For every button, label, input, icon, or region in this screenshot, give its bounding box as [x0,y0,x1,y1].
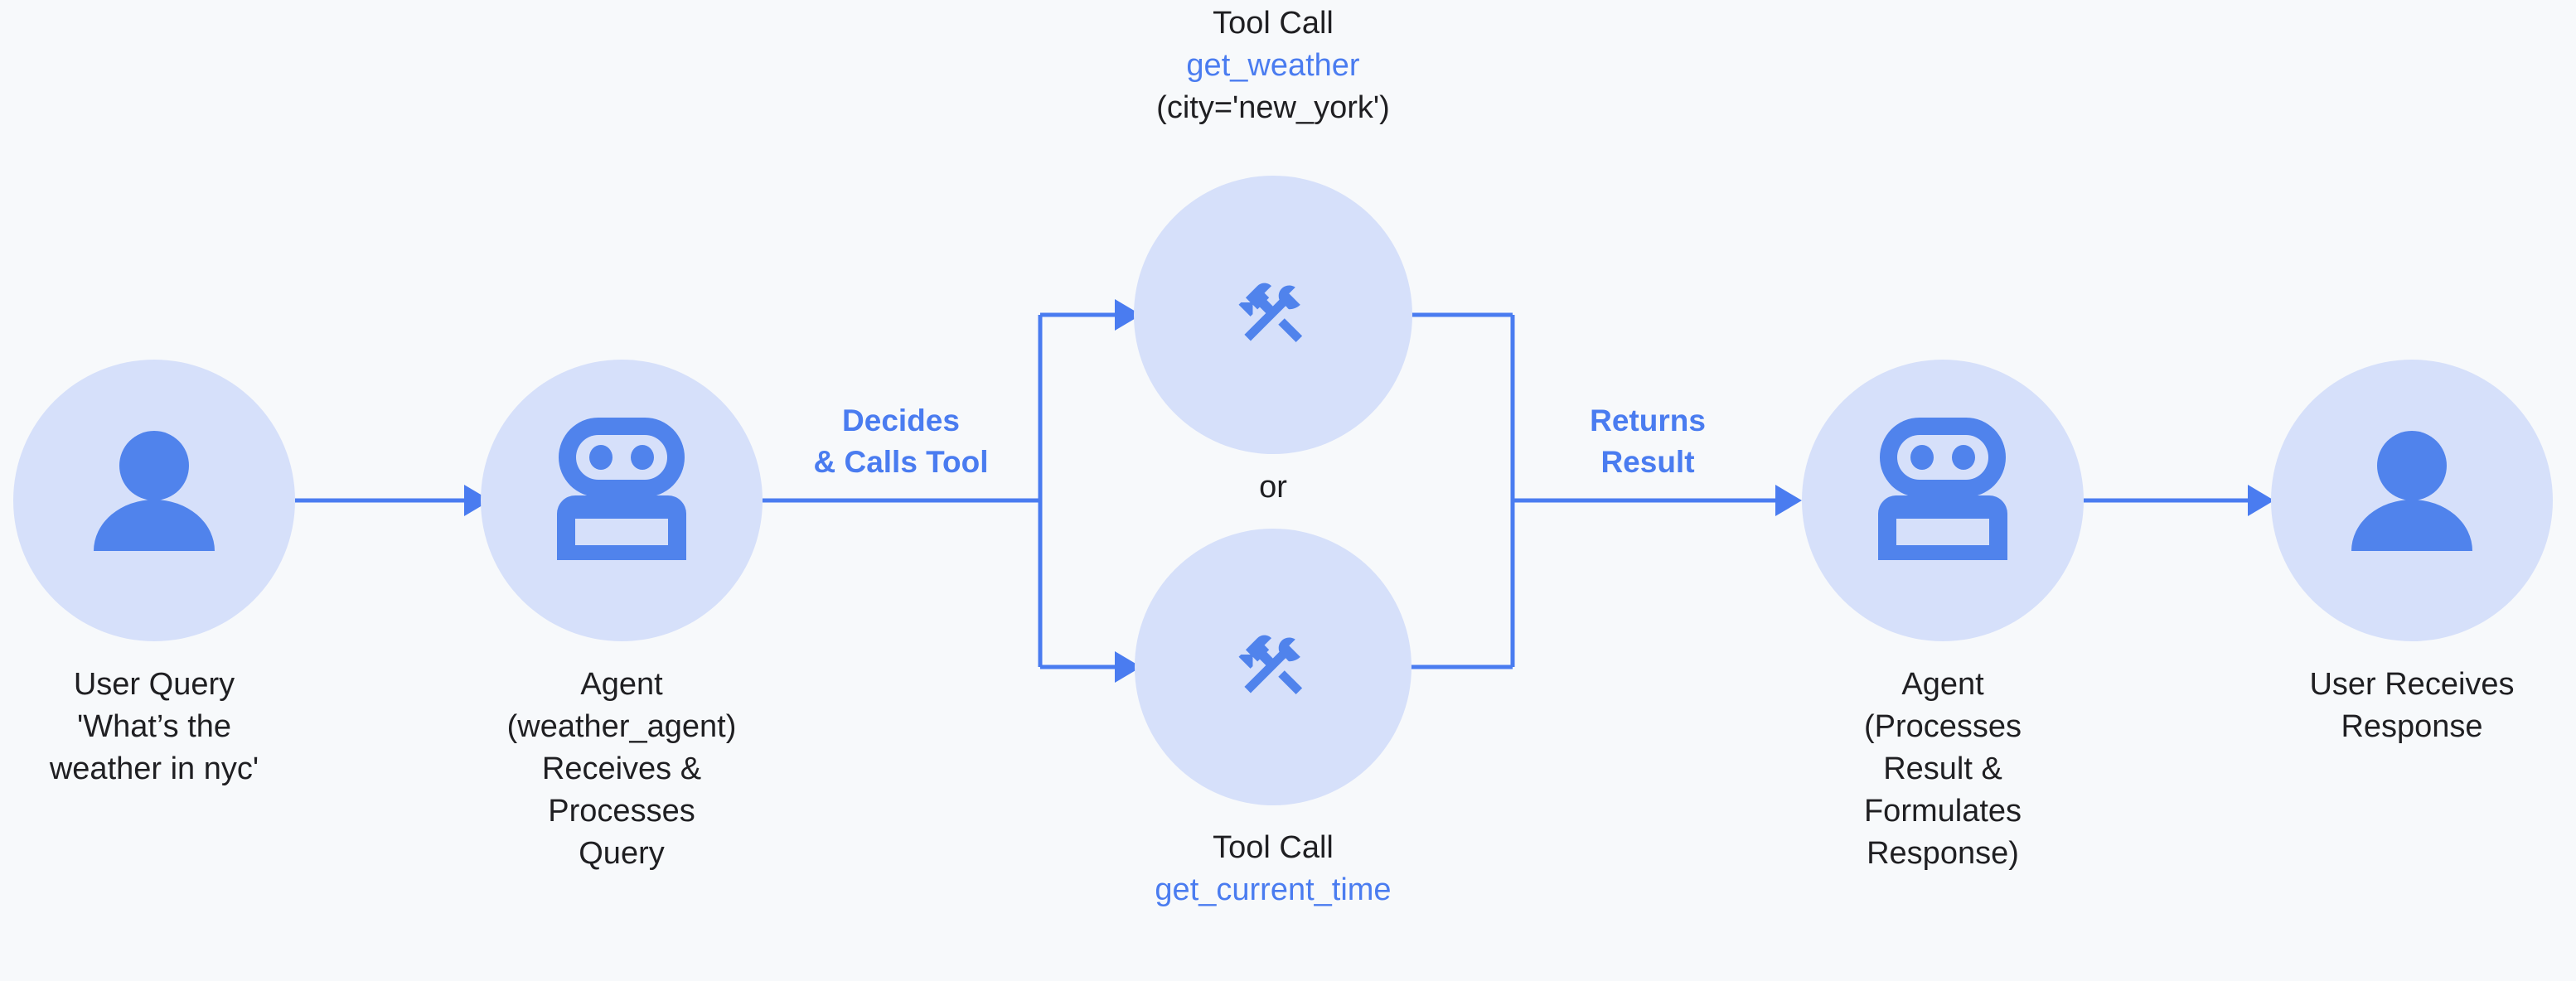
node-tool-get-weather[interactable]: Tool Call get_weather (city='new_york') [1134,6,1412,454]
edge-agent-to-tools [763,299,1141,683]
edge-label-returns: Returns Result [1590,404,1706,479]
node-agent-respond-label-line-5: Response) [1867,836,2019,871]
node-tool-top-label-line-1: Tool Call [1213,6,1334,41]
node-tool-bottom-label-line-1: Tool Call [1213,830,1334,865]
node-agent-respond-label-line-3: Result & [1883,751,2002,786]
node-user-query[interactable]: User Query 'What’s the weather in nyc' [13,360,295,786]
node-agent-receive-label-line-1: Agent [580,667,663,702]
branch-separator-label: or [1259,470,1287,505]
node-tool-top-label-line-2: get_weather [1186,48,1359,83]
tools-icon [1238,635,1303,695]
node-user-query-label-line-3: weather in nyc' [49,751,259,786]
node-tool-bottom-label-line-2: get_current_time [1155,872,1391,907]
connectors [295,299,2274,683]
edge-tools-to-agent [1409,312,1802,669]
node-user-response[interactable]: User Receives Response [2271,360,2553,744]
person-icon [94,431,215,551]
node-agent-receive-label-line-3: Receives & [542,751,701,786]
person-icon [2351,431,2472,551]
node-user-query-label-line-2: 'What’s the [77,709,231,744]
edge-agent-to-user [2084,485,2274,516]
edge-label-returns-line-1: Returns [1590,404,1706,437]
node-agent-receive-label-line-4: Processes [548,794,695,829]
node-agent-receive[interactable]: Agent (weather_agent) Receives & Process… [481,360,763,871]
node-agent-receive-label-line-2: (weather_agent) [507,709,737,744]
node-user-query-label-line-1: User Query [74,667,235,702]
tools-icon [1238,283,1303,343]
edge-label-returns-line-2: Result [1600,445,1694,479]
node-agent-respond-label-line-4: Formulates [1864,794,2022,829]
node-tool-get-current-time[interactable]: Tool Call get_current_time [1135,529,1411,907]
node-agent-respond-label-line-1: Agent [1901,667,1984,702]
node-agent-respond[interactable]: Agent (Processes Result & Formulates Res… [1802,360,2084,871]
robot-icon [557,418,686,560]
edge-label-decides: Decides & Calls Tool [813,404,988,479]
robot-icon [1878,418,2007,560]
edge-label-decides-line-2: & Calls Tool [813,445,988,479]
node-user-response-label-line-1: User Receives [2309,667,2514,702]
node-agent-receive-label-line-5: Query [579,836,664,871]
node-user-response-label-line-2: Response [2341,709,2482,744]
edge-label-decides-line-1: Decides [842,404,960,437]
node-tool-top-label-line-3: (city='new_york') [1156,90,1390,125]
edge-user-to-agent [295,485,491,516]
node-agent-respond-label-line-2: (Processes [1864,709,2022,744]
